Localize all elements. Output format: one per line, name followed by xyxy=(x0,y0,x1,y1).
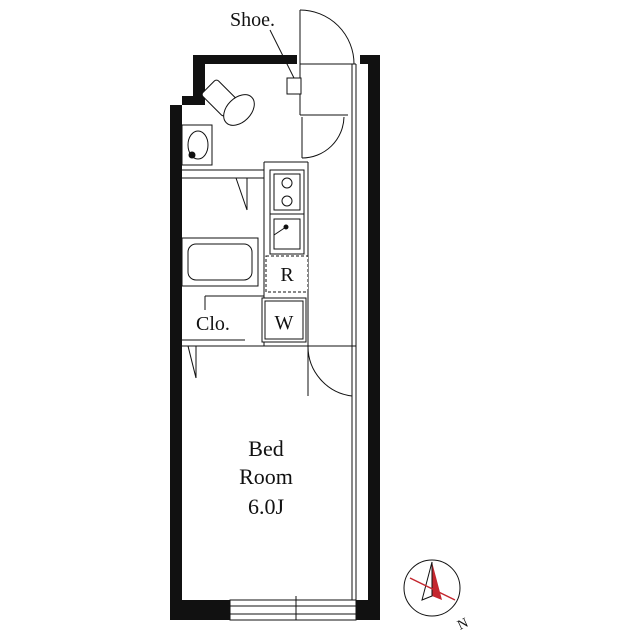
room-name-line1: Bed xyxy=(248,436,283,461)
compass-north-label: N xyxy=(455,616,471,634)
wash-basin-icon xyxy=(181,124,213,166)
hall-door xyxy=(301,116,345,159)
shoe-label: Shoe. xyxy=(230,9,275,31)
room-name-line2: Room xyxy=(239,464,293,489)
refrigerator-icon: R xyxy=(265,255,309,293)
room-size: 6.0J xyxy=(248,494,285,519)
refrigerator-label: R xyxy=(280,264,294,286)
closet xyxy=(187,345,197,379)
sink-icon xyxy=(269,213,305,255)
entrance-door xyxy=(299,9,356,65)
stove-icon xyxy=(269,169,305,215)
washer-label: W xyxy=(275,312,294,334)
toilet-icon xyxy=(201,79,255,126)
bedroom-door xyxy=(307,345,353,397)
washer-icon: W xyxy=(261,297,307,343)
shoe-cabinet xyxy=(286,77,302,95)
left-bottom-corner xyxy=(170,600,230,620)
bath-door xyxy=(235,177,248,211)
right-main-wall xyxy=(360,55,380,620)
shoe-leader xyxy=(269,29,295,79)
bathtub-icon xyxy=(181,237,259,287)
compass-icon: N xyxy=(403,559,471,634)
bottom-window xyxy=(229,596,357,621)
closet-label: Clo. xyxy=(196,313,230,335)
right-bottom-stub xyxy=(356,600,380,620)
interior-walls xyxy=(182,64,357,600)
left-main-wall xyxy=(170,105,182,608)
